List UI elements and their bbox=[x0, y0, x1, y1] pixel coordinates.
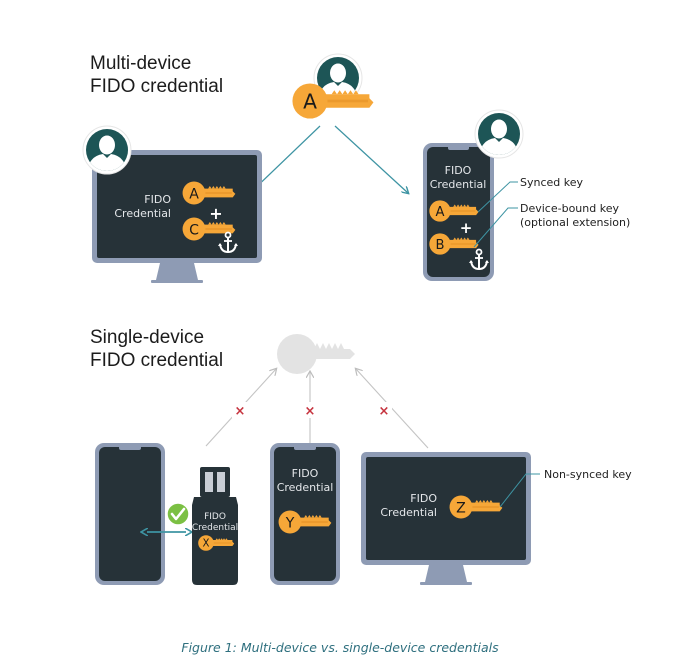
multi-phone-label-line2: Credential bbox=[430, 178, 487, 191]
shared-key-letter: A bbox=[303, 89, 317, 113]
security-key-label-line2: Credential bbox=[192, 523, 238, 533]
svg-text:A: A bbox=[436, 205, 445, 220]
sync-arrow-to-phone bbox=[334, 125, 408, 193]
device-bound-key-annotation-line2: (optional extension) bbox=[520, 216, 630, 229]
blocked-mark-phone: × bbox=[305, 404, 316, 419]
phone-user-avatar-icon bbox=[475, 110, 523, 158]
synced-key-annotation: Synced key bbox=[520, 176, 584, 189]
single-desktop-label-line2: Credential bbox=[380, 506, 437, 519]
multi-phone-label-line1: FIDO bbox=[445, 164, 472, 177]
desktop-user-avatar-icon bbox=[83, 126, 131, 174]
phone-key-a-icon: A bbox=[429, 200, 479, 222]
multi-desktop-monitor: FIDO Credential A + C bbox=[92, 150, 262, 283]
desktop-plus: + bbox=[209, 204, 222, 223]
single-desktop-monitor: FIDO Credential Z bbox=[361, 452, 531, 585]
non-synced-key-leader bbox=[499, 473, 540, 508]
single-device-title-line2: FIDO credential bbox=[90, 350, 224, 371]
multi-desktop-label-line2: Credential bbox=[114, 207, 171, 220]
synced-key-leader bbox=[477, 181, 518, 213]
svg-text:B: B bbox=[436, 238, 445, 253]
phone-plus: + bbox=[460, 219, 473, 237]
security-key-label-line1: FIDO bbox=[204, 512, 226, 522]
desktop-key-c-icon: C bbox=[182, 217, 236, 241]
svg-text:Z: Z bbox=[456, 500, 466, 516]
client-phone bbox=[95, 443, 165, 585]
desktop-key-a-icon: A bbox=[182, 181, 236, 205]
svg-text:Y: Y bbox=[285, 515, 295, 531]
multi-device-title: Multi-device FIDO credential bbox=[90, 52, 223, 98]
single-device-title-line1: Single-device bbox=[90, 327, 205, 348]
phone-y-key-icon: Y bbox=[278, 510, 332, 534]
svg-text:A: A bbox=[189, 186, 199, 202]
ghost-key-icon bbox=[277, 334, 355, 374]
multi-phone: FIDO Credential A + B bbox=[423, 143, 494, 281]
single-phone: FIDO Credential Y bbox=[270, 443, 340, 585]
device-bound-key-leader bbox=[473, 207, 518, 248]
non-synced-key-annotation: Non-synced key bbox=[544, 468, 632, 481]
check-circle-icon bbox=[166, 502, 190, 526]
multi-desktop-label-line1: FIDO bbox=[144, 193, 171, 206]
shared-synced-key-icon: A bbox=[292, 83, 374, 119]
multi-device-title-line1: Multi-device bbox=[90, 53, 192, 74]
device-bound-key-annotation-line1: Device-bound key bbox=[520, 202, 619, 215]
svg-text:C: C bbox=[189, 222, 199, 238]
desktop-z-key-icon: Z bbox=[449, 495, 503, 519]
blocked-mark-desktop: × bbox=[379, 404, 390, 419]
multi-device-title-line2: FIDO credential bbox=[90, 76, 224, 97]
single-phone-label-line1: FIDO bbox=[292, 467, 319, 480]
svg-text:X: X bbox=[203, 539, 210, 550]
security-key-x-key-icon: X bbox=[198, 535, 235, 551]
single-phone-label-line2: Credential bbox=[277, 481, 334, 494]
security-key-device: FIDO Credential X bbox=[192, 467, 238, 585]
blocked-mark-security-key: × bbox=[235, 404, 246, 419]
single-device-title: Single-device FIDO credential bbox=[90, 326, 223, 372]
figure-caption: Figure 1: Multi-device vs. single-device… bbox=[181, 640, 499, 655]
phone-key-b-icon: B bbox=[429, 233, 479, 255]
single-desktop-label-line1: FIDO bbox=[410, 492, 437, 505]
